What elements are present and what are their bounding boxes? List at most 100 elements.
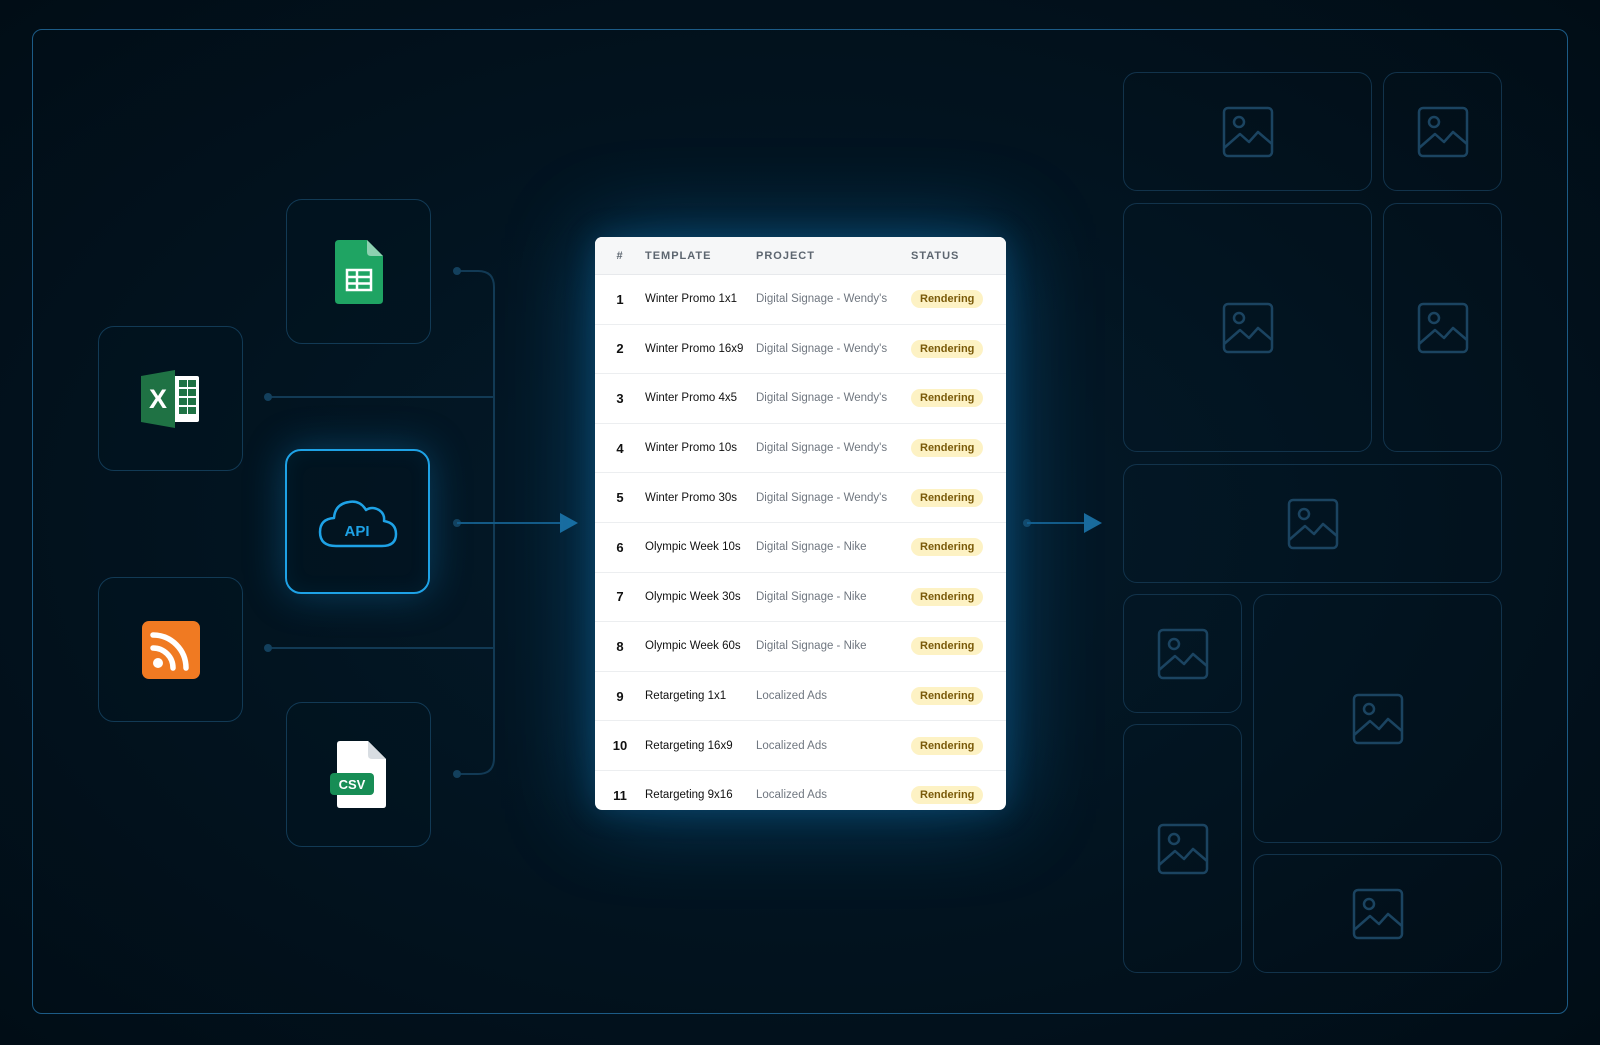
- header-number: #: [616, 249, 624, 262]
- table-row: 3 Winter Promo 4x5 Digital Signage - Wendy…: [595, 374, 1006, 424]
- image-placeholder-icon: [1417, 106, 1468, 157]
- row-template: Olympic Week 30s: [645, 590, 741, 603]
- output-tile: [1123, 203, 1372, 452]
- row-number: 4: [616, 440, 624, 456]
- api-label: API: [344, 523, 369, 540]
- output-tile: [1123, 724, 1242, 973]
- table-row: 8 Olympic Week 60s Digital Signage - Nike R…: [595, 622, 1006, 672]
- row-status: Rendering: [911, 439, 1006, 458]
- outer-frame: [32, 29, 1568, 1014]
- status-badge: Rendering: [911, 389, 984, 408]
- table-row: 10 Retargeting 16x9 Localized Ads Rendering: [595, 721, 1006, 771]
- row-number: 9: [616, 688, 624, 704]
- row-number: 2: [616, 341, 624, 357]
- row-number: 3: [616, 390, 624, 406]
- row-project: Digital Signage - Wendy's: [756, 442, 888, 455]
- row-project: Digital Signage - Nike: [756, 590, 867, 603]
- connector-sheets: [457, 270, 495, 397]
- status-badge: Rendering: [911, 439, 984, 458]
- status-badge: Rendering: [911, 488, 984, 507]
- row-number: 7: [616, 589, 624, 605]
- row-status: Rendering: [911, 339, 1006, 358]
- status-badge: Rendering: [911, 339, 984, 358]
- image-placeholder-icon: [1352, 693, 1403, 744]
- status-badge: Rendering: [911, 587, 984, 606]
- row-template: Olympic Week 60s: [645, 640, 741, 653]
- row-status: Rendering: [911, 389, 1006, 408]
- status-badge: Rendering: [911, 687, 984, 706]
- source-rss-feed: [98, 577, 243, 722]
- row-template: Winter Promo 30s: [645, 491, 738, 504]
- image-placeholder-icon: [1222, 302, 1273, 353]
- output-tile: [1253, 854, 1502, 973]
- csv-file-icon: CSV: [329, 740, 386, 808]
- table-row: 7 Olympic Week 30s Digital Signage - Nike R…: [595, 573, 1006, 623]
- table-row: 11 Retargeting 9x16 Localized Ads Rendering: [595, 771, 1006, 810]
- image-placeholder-icon: [1417, 302, 1468, 353]
- row-project: Digital Signage - Nike: [756, 541, 867, 554]
- row-number: 6: [616, 539, 624, 555]
- status-badge: Rendering: [911, 786, 984, 805]
- source-csv: CSV: [286, 702, 431, 847]
- row-project: Localized Ads: [756, 739, 827, 752]
- row-status: Rendering: [911, 488, 1006, 507]
- cloud-api-icon: API: [318, 499, 397, 547]
- row-number: 11: [613, 787, 627, 803]
- output-tile: [1383, 72, 1502, 191]
- status-badge: Rendering: [911, 538, 984, 557]
- row-project: Digital Signage - Wendy's: [756, 392, 888, 405]
- row-status: Rendering: [911, 538, 1006, 557]
- image-placeholder-icon: [1287, 498, 1338, 549]
- row-template: Winter Promo 4x5: [645, 392, 738, 405]
- status-badge: Rendering: [911, 637, 984, 656]
- row-number: 10: [612, 738, 628, 754]
- row-number: 8: [616, 638, 624, 654]
- image-placeholder-icon: [1157, 823, 1208, 874]
- row-template: Winter Promo 16x9: [645, 342, 744, 355]
- row-template: Retargeting 9x16: [645, 789, 733, 802]
- excel-icon: X: [140, 369, 199, 428]
- connector-csv: [457, 648, 495, 775]
- output-tile: [1123, 72, 1372, 191]
- status-badge: Rendering: [911, 736, 984, 755]
- connector-dot-excel: [264, 393, 272, 401]
- output-tile: [1383, 203, 1502, 452]
- csv-label: CSV: [338, 777, 365, 792]
- image-placeholder-icon: [1222, 106, 1273, 157]
- row-template: Retargeting 16x9: [645, 739, 733, 752]
- google-sheets-icon: [334, 239, 383, 304]
- rss-feed-icon: [141, 620, 200, 679]
- header-template: TEMPLATE: [645, 249, 712, 262]
- header-status: STATUS: [911, 249, 960, 262]
- row-template: Winter Promo 10s: [645, 442, 738, 455]
- connector-dot-rss: [264, 644, 272, 652]
- image-placeholder-icon: [1157, 628, 1208, 679]
- row-project: Digital Signage - Wendy's: [756, 342, 888, 355]
- header-project: PROJECT: [756, 249, 815, 262]
- row-status: Rendering: [911, 290, 1006, 309]
- output-tile: [1253, 594, 1502, 843]
- arrow-head-to-table: [560, 513, 578, 533]
- output-tile: [1123, 464, 1502, 583]
- source-api: API: [285, 449, 430, 594]
- row-template: Winter Promo 1x1: [645, 293, 738, 306]
- row-template: Retargeting 1x1: [645, 690, 727, 703]
- row-project: Localized Ads: [756, 789, 827, 802]
- excel-letter: X: [148, 384, 166, 414]
- row-template: Olympic Week 10s: [645, 541, 741, 554]
- row-project: Digital Signage - Nike: [756, 640, 867, 653]
- row-project: Digital Signage - Wendy's: [756, 491, 888, 504]
- source-google-sheets: [286, 199, 431, 344]
- connector-dot-sheets: [453, 267, 461, 275]
- arrow-head-to-outputs: [1084, 513, 1102, 533]
- row-status: Rendering: [911, 687, 1006, 706]
- connector-dot-csv: [453, 770, 461, 778]
- row-status: Rendering: [911, 587, 1006, 606]
- row-status: Rendering: [911, 637, 1006, 656]
